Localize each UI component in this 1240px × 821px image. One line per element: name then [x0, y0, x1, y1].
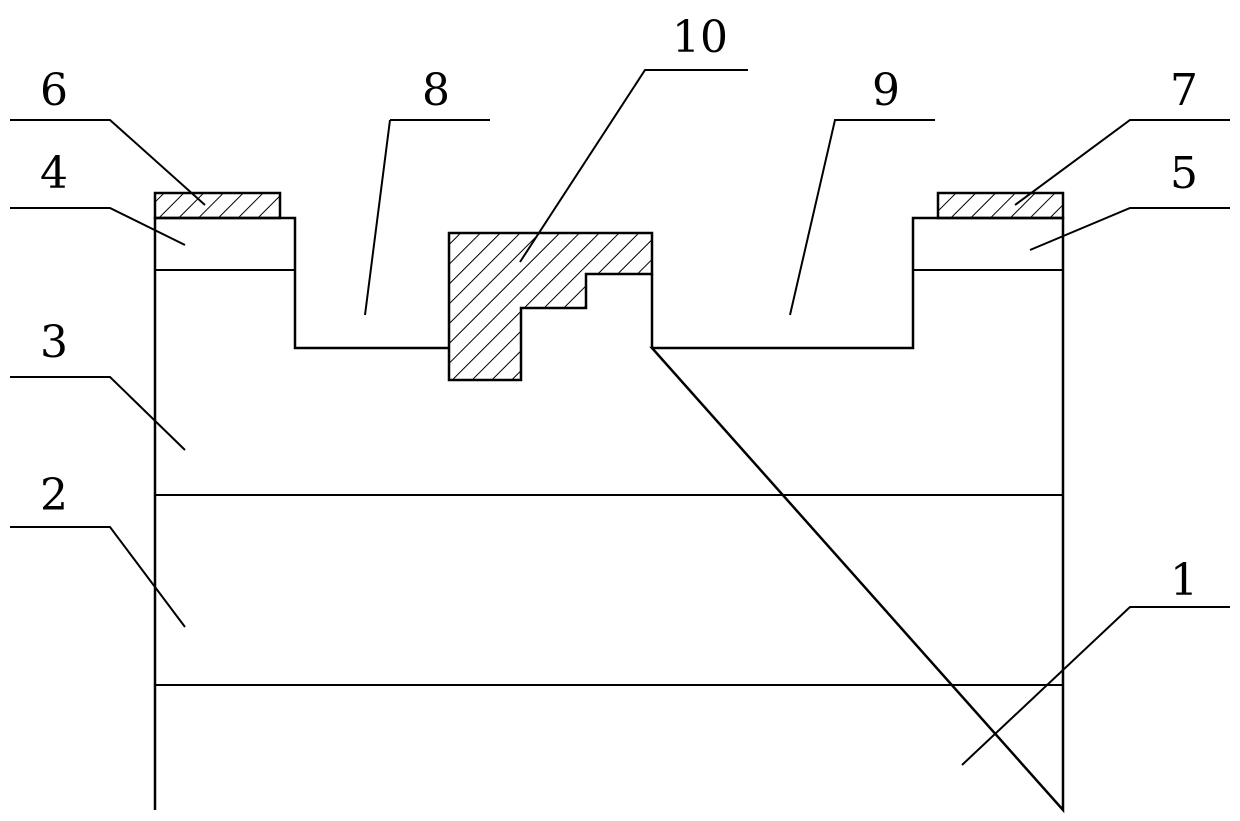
leader-5: [1029, 207, 1230, 251]
label-4: 4: [40, 148, 68, 199]
label-6: 6: [40, 65, 68, 116]
label-10: 10: [672, 12, 728, 63]
leader-2: [10, 526, 186, 628]
leader-10: [519, 69, 748, 263]
label-9: 9: [872, 65, 900, 116]
gate-10: [447, 231, 654, 382]
electrode-7: [936, 191, 1065, 220]
leader-6: [10, 119, 206, 206]
leader-9: [789, 119, 935, 316]
leader-4: [10, 207, 186, 246]
leader-7: [1014, 119, 1230, 206]
label-8: 8: [422, 65, 450, 116]
label-5: 5: [1170, 148, 1198, 199]
label-7: 7: [1170, 65, 1198, 116]
leader-1: [961, 606, 1230, 766]
device-outline: [153, 216, 1065, 814]
label-3: 3: [40, 317, 68, 368]
leader-3: [10, 376, 186, 451]
label-1: 1: [1170, 555, 1198, 606]
label-2: 2: [40, 470, 68, 521]
electrode-6: [153, 191, 282, 220]
leader-8: [364, 119, 490, 316]
